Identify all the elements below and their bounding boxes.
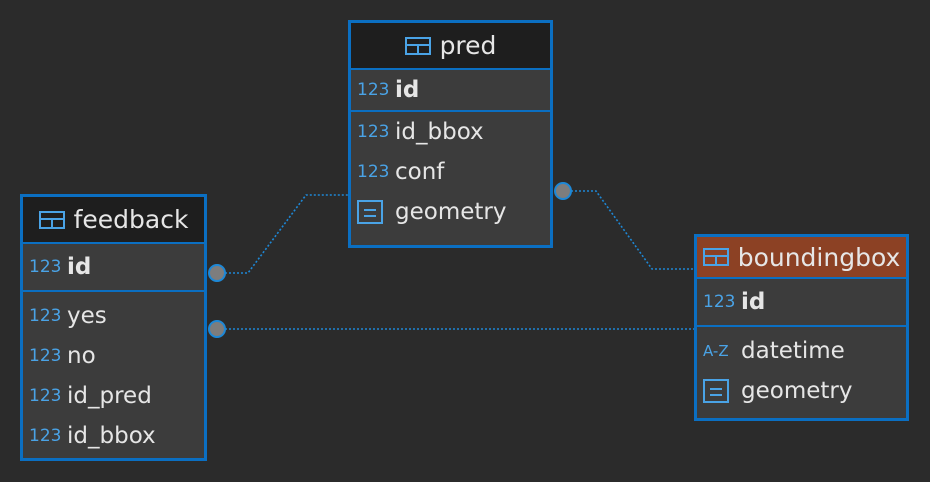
- entity-header[interactable]: feedback: [23, 197, 204, 244]
- column-row[interactable]: 123 id_pred: [23, 376, 204, 416]
- column-row[interactable]: 123 id: [351, 70, 550, 110]
- type-badge: 123: [703, 292, 736, 312]
- column-name: datetime: [741, 338, 845, 364]
- connector-dot: [208, 320, 226, 338]
- type-badge: 123: [29, 386, 62, 406]
- column-name: id_bbox: [395, 119, 484, 145]
- entity-name: feedback: [73, 205, 189, 234]
- column-row[interactable]: geometry: [697, 371, 906, 411]
- column-name: geometry: [395, 199, 507, 225]
- type-badge: 123: [357, 122, 390, 142]
- entity-pred[interactable]: pred 123 id 123 id_bbox 123 conf geometr…: [348, 20, 553, 248]
- pk-section: 123 id: [23, 244, 204, 292]
- columns-section: A-Z datetime geometry: [697, 327, 906, 411]
- link-pred-boundingbox: [563, 190, 694, 270]
- columns-section: 123 yes 123 no 123 id_pred 123 id_bbox: [23, 292, 204, 456]
- column-name: id_bbox: [67, 423, 156, 449]
- column-name: yes: [67, 303, 107, 329]
- column-row[interactable]: 123 id_bbox: [351, 112, 550, 152]
- type-badge: 123: [357, 80, 390, 100]
- entity-name: pred: [439, 31, 497, 60]
- column-row[interactable]: 123 id: [697, 279, 906, 325]
- column-row[interactable]: A-Z datetime: [697, 331, 906, 371]
- column-row[interactable]: geometry: [351, 192, 550, 232]
- column-row[interactable]: 123 id: [23, 244, 204, 290]
- type-badge: 123: [29, 426, 62, 446]
- column-row[interactable]: 123 no: [23, 336, 204, 376]
- type-badge: 123: [29, 346, 62, 366]
- geometry-icon: [703, 379, 729, 403]
- entity-header[interactable]: pred: [351, 23, 550, 70]
- column-name: conf: [395, 159, 445, 185]
- type-badge: 123: [357, 162, 390, 182]
- column-row[interactable]: 123 yes: [23, 296, 204, 336]
- geometry-icon: [357, 200, 383, 224]
- column-row[interactable]: 123 conf: [351, 152, 550, 192]
- table-icon: [38, 210, 65, 229]
- entity-name: boundingbox: [737, 242, 901, 272]
- table-icon: [702, 248, 729, 266]
- connector-dot: [554, 182, 572, 200]
- column-name: no: [67, 343, 96, 369]
- column-name: id: [395, 77, 420, 103]
- columns-section: 123 id_bbox 123 conf geometry: [351, 112, 550, 232]
- entity-header[interactable]: boundingbox: [697, 237, 906, 279]
- entity-boundingbox[interactable]: boundingbox 123 id A-Z datetime geometry: [694, 234, 909, 421]
- entity-feedback[interactable]: feedback 123 id 123 yes 123 no 123 id_pr…: [20, 194, 207, 461]
- type-badge: 123: [29, 257, 62, 277]
- link-feedback-pred: [217, 194, 348, 274]
- connector-dot: [208, 264, 226, 282]
- column-name: geometry: [741, 378, 853, 404]
- type-badge: A-Z: [703, 342, 729, 360]
- pk-section: 123 id: [351, 70, 550, 112]
- pk-section: 123 id: [697, 279, 906, 327]
- column-name: id: [67, 254, 92, 280]
- column-name: id_pred: [67, 383, 152, 409]
- type-badge: 123: [29, 306, 62, 326]
- table-icon: [404, 36, 431, 55]
- column-row[interactable]: 123 id_bbox: [23, 416, 204, 456]
- column-name: id: [741, 289, 766, 315]
